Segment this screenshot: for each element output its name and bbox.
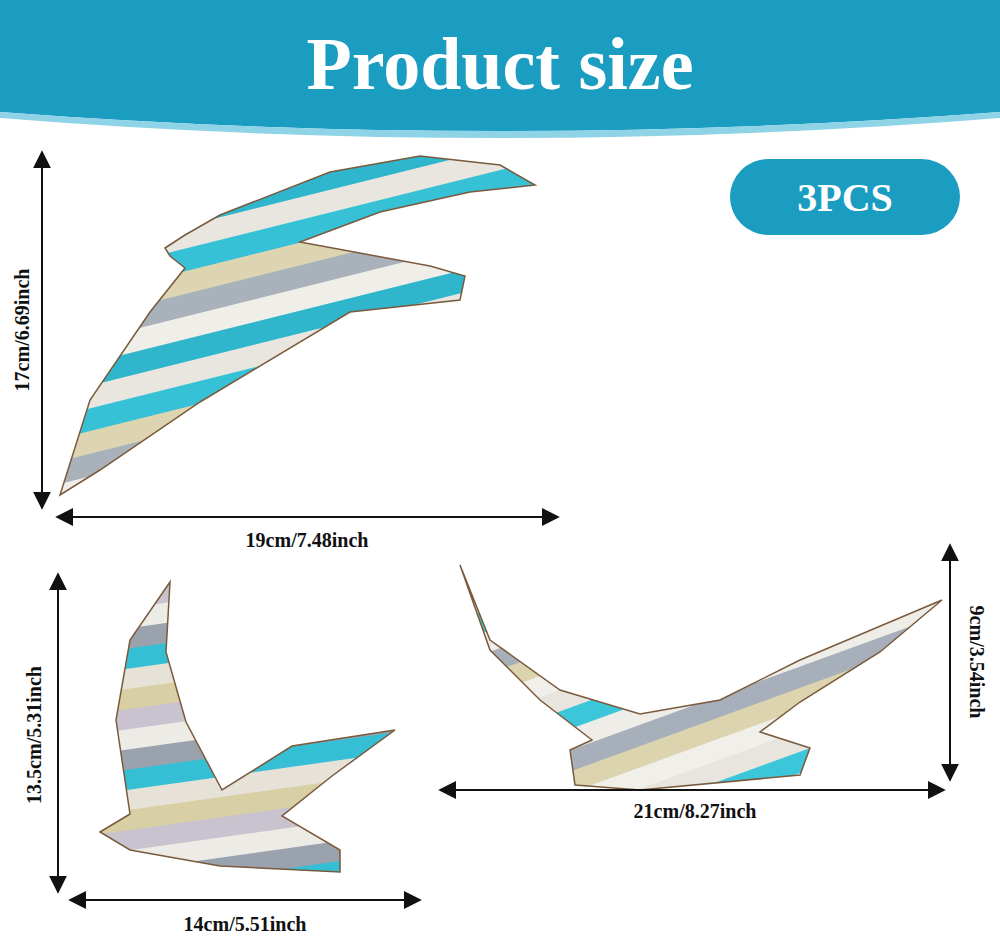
dimension-label: 9cm/3.54inch [965, 606, 988, 719]
badge-pill: 3PCS [730, 159, 960, 235]
seagull-cutout [60, 156, 535, 495]
dimension-label: 19cm/7.48inch [246, 529, 369, 552]
badge-text: 3PCS [797, 174, 893, 221]
seagull-cutout [460, 565, 942, 790]
title-banner [0, 0, 1000, 131]
title: Product size [306, 22, 693, 107]
dimension-arrow [57, 516, 558, 518]
dimension-label: 13.5cm/5.31inch [23, 666, 46, 804]
dimension-arrow [57, 574, 59, 892]
banner-wave [0, 112, 1000, 138]
dimension-label: 14cm/5.51inch [184, 913, 307, 936]
dimension-label: 17cm/6.69inch [11, 269, 34, 392]
dimension-arrow [440, 789, 944, 791]
dimension-arrow [41, 152, 43, 508]
dimension-label: 21cm/8.27inch [634, 800, 757, 823]
seagull-cutout [100, 582, 395, 872]
dimension-arrow [70, 899, 420, 901]
dimension-arrow [949, 545, 951, 780]
